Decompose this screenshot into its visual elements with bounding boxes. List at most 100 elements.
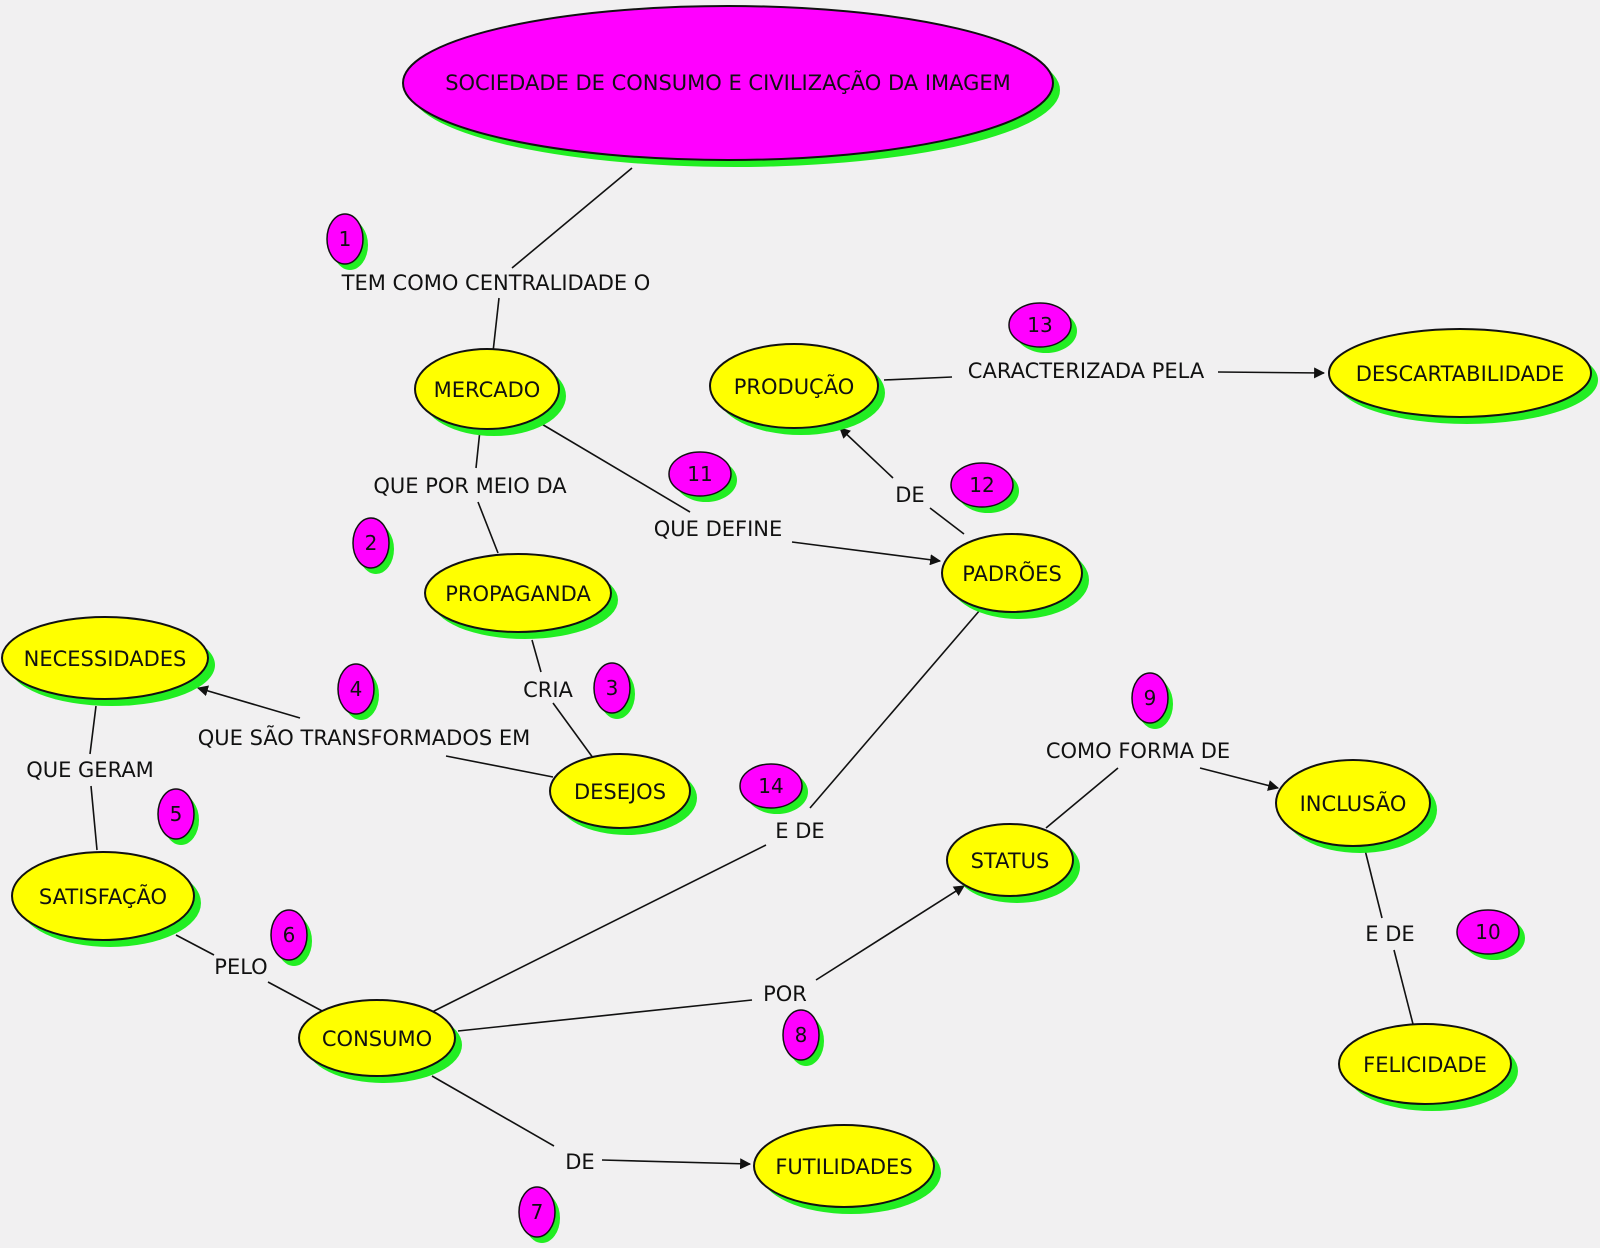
node-producao-shape <box>709 343 879 429</box>
badge-1: 1 <box>326 213 368 270</box>
node-padroes: PADRÕES <box>941 533 1089 619</box>
link-e-de-felicidade: E DE <box>1365 922 1414 946</box>
badge-10-shape <box>1456 909 1520 955</box>
badge-6: 6 <box>270 909 312 966</box>
node-futilidades: FUTILIDADES <box>753 1124 941 1214</box>
link-como-forma-de: COMO FORMA DE <box>1046 739 1230 763</box>
link-que-geram: QUE GERAM <box>26 758 154 782</box>
badge-11: 11 <box>668 451 737 502</box>
badge-2-shape <box>352 517 390 569</box>
link-de-futilidades: DE <box>565 1150 594 1174</box>
title-node-label: SOCIEDADE DE CONSUMO E CIVILIZAÇÃO DA IM… <box>445 69 1011 95</box>
badge-13-shape <box>1008 302 1072 348</box>
node-satisfacao: SATISFAÇÃO <box>11 851 201 947</box>
node-consumo-label: CONSUMO <box>322 1027 432 1051</box>
badge-7: 7 <box>518 1186 560 1243</box>
node-status: STATUS <box>946 823 1080 903</box>
badge-14: 14 <box>739 763 808 814</box>
node-inclusao: INCLUSÃO <box>1275 759 1437 853</box>
node-necessidades-label: NECESSIDADES <box>24 647 187 671</box>
node-descartabilidade: DESCARTABILIDADE <box>1328 328 1598 424</box>
badge-11-shape <box>668 451 732 497</box>
node-propaganda-shape <box>424 553 612 633</box>
edge-satisfacao-to-pelo <box>175 934 215 956</box>
node-desejos-label: DESEJOS <box>574 780 666 804</box>
node-futilidades-label: FUTILIDADES <box>775 1155 912 1179</box>
node-mercado-shape <box>414 348 560 430</box>
badge-3: 3 <box>593 662 635 719</box>
node-propaganda-label: PROPAGANDA <box>445 582 591 606</box>
edge-consumo-to-por <box>457 999 753 1032</box>
badge-8-label: 8 <box>795 1023 808 1047</box>
badge-8-shape <box>782 1009 820 1061</box>
node-mercado-label: MERCADO <box>434 378 541 402</box>
edge-title-to-label <box>511 167 633 269</box>
edge-mercado-to-que-define <box>539 422 691 513</box>
node-futilidades-shape <box>753 1124 935 1208</box>
badge-7-shape <box>518 1186 556 1238</box>
node-producao-label: PRODUÇÃO <box>734 373 855 399</box>
node-padroes-label: PADRÕES <box>962 560 1062 586</box>
edge-status-to-como-forma <box>1045 767 1119 829</box>
badge-8: 8 <box>782 1009 824 1066</box>
badge-5-shape <box>157 788 195 840</box>
badge-9-label: 9 <box>1144 686 1157 710</box>
edge-de-label-to-futilidades <box>601 1158 752 1170</box>
link-por: POR <box>763 982 807 1006</box>
title-node: SOCIEDADE DE CONSUMO E CIVILIZAÇÃO DA IM… <box>402 5 1060 167</box>
edge-consumo-to-e-de <box>431 844 767 1013</box>
node-descartabilidade-shape <box>1328 328 1592 418</box>
edge-desejos-to-label <box>445 755 554 778</box>
edge-por-to-status <box>815 885 965 981</box>
edge-e-de-to-padroes <box>809 609 981 809</box>
edge-propaganda-to-cria <box>531 639 542 673</box>
badge-2: 2 <box>352 517 394 574</box>
edge-mercado-to-label <box>475 429 481 469</box>
node-consumo-shape <box>298 999 456 1077</box>
link-caracterizada-pela: CARACTERIZADA PELA <box>968 359 1205 383</box>
edges <box>89 167 1415 1170</box>
badge-13-label: 13 <box>1027 313 1052 337</box>
edge-cria-to-desejos <box>552 702 597 763</box>
badge-5-label: 5 <box>170 802 183 826</box>
badge-6-label: 6 <box>283 923 296 947</box>
node-desejos-shape <box>549 753 691 829</box>
link-e-de-padroes: E DE <box>775 819 824 843</box>
node-status-label: STATUS <box>971 849 1050 873</box>
node-felicidade: FELICIDADE <box>1338 1023 1518 1111</box>
badge-4: 4 <box>337 663 379 720</box>
link-cria: CRIA <box>523 678 573 702</box>
edge-label-to-propaganda <box>477 501 499 554</box>
link-tem-como-centralidade: TEM COMO CENTRALIDADE O <box>341 271 651 295</box>
edge-que-define-to-padroes <box>791 541 942 566</box>
badge-1-shape <box>326 213 364 265</box>
edge-label-to-necessidades <box>196 685 301 719</box>
edge-como-forma-to-inclusao <box>1199 767 1280 791</box>
number-badges: 1 2 3 4 5 6 7 <box>157 213 1525 1243</box>
badge-3-shape <box>593 662 631 714</box>
node-desejos: DESEJOS <box>549 753 697 835</box>
badge-11-label: 11 <box>687 462 712 486</box>
badge-14-shape <box>739 763 803 809</box>
badge-4-shape <box>337 663 375 715</box>
badge-1-label: 1 <box>339 227 352 251</box>
edge-consumo-to-de-label <box>431 1075 555 1147</box>
nodes: SOCIEDADE DE CONSUMO E CIVILIZAÇÃO DA IM… <box>1 5 1598 1214</box>
node-descartabilidade-label: DESCARTABILIDADE <box>1356 362 1565 386</box>
edge-label-to-mercado <box>492 297 500 353</box>
badge-9-shape <box>1131 672 1169 724</box>
edge-padroes-to-de-label <box>929 507 965 535</box>
node-felicidade-shape <box>1338 1023 1512 1105</box>
link-labels: TEM COMO CENTRALIDADE O CARACTERIZADA PE… <box>26 271 1415 1174</box>
node-felicidade-label: FELICIDADE <box>1363 1053 1487 1077</box>
node-padroes-shape <box>941 533 1083 613</box>
link-que-sao-transformados: QUE SÃO TRANSFORMADOS EM <box>198 724 531 750</box>
badge-2-label: 2 <box>365 531 378 555</box>
edge-de-label-to-producao <box>839 427 894 479</box>
badge-12-label: 12 <box>969 473 994 497</box>
badge-5: 5 <box>157 788 199 845</box>
badge-3-label: 3 <box>606 676 619 700</box>
link-que-define: QUE DEFINE <box>654 517 783 541</box>
badge-7-label: 7 <box>531 1200 544 1224</box>
